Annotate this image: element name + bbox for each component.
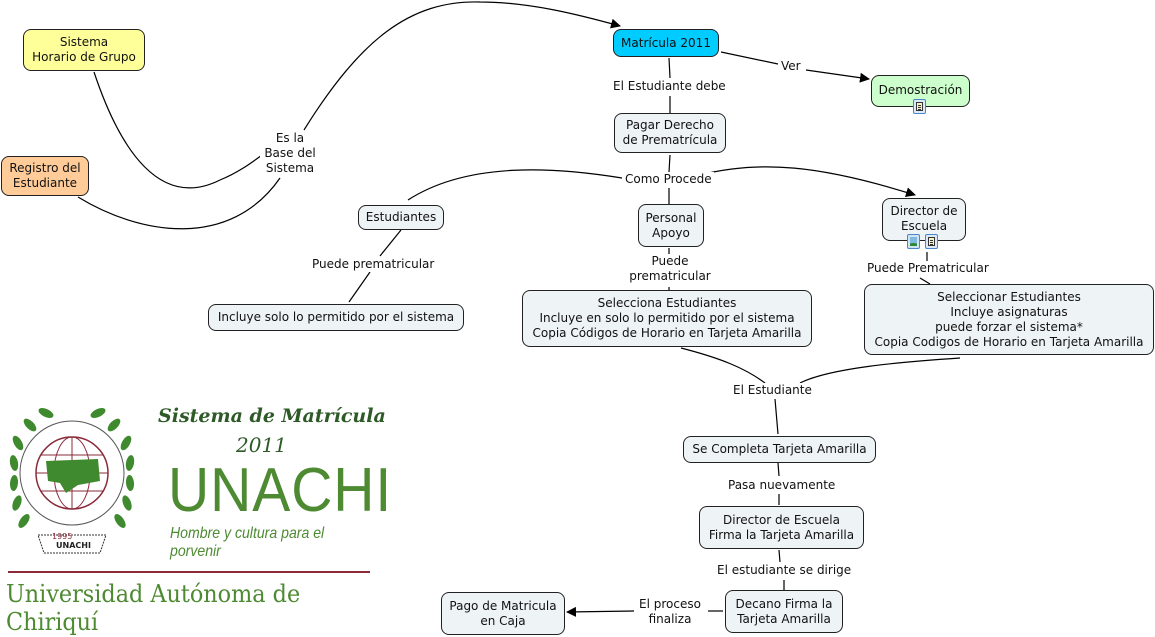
link-ver-demostracion	[805, 69, 870, 83]
link-finaliza-pago	[566, 606, 635, 617]
node-pagar-derecho[interactable]: Pagar Derecho de Prematrícula	[614, 113, 726, 153]
link-completa-pasa	[777, 462, 780, 477]
label-se-dirige: El estudiante se dirige	[715, 563, 854, 578]
link-pagar-procede	[668, 154, 671, 173]
node-estudiantes[interactable]: Estudiantes	[358, 205, 444, 230]
system-year: 2011	[236, 433, 287, 457]
node-pago-matricula[interactable]: Pago de Matricula en Caja	[441, 592, 565, 635]
link-seleccionar-estudiante	[799, 357, 961, 384]
document-icon[interactable]	[913, 99, 926, 114]
node-registro-estudiante[interactable]: Registro del Estudiante	[1, 156, 89, 196]
node-incluye-solo[interactable]: Incluye solo lo permitido por el sistema	[208, 304, 464, 331]
link-estudiante-completa	[774, 398, 779, 435]
label-pasa-nuevamente: Pasa nuevamente	[726, 478, 838, 493]
link-horario-base	[93, 71, 263, 189]
node-personal-apoyo[interactable]: Personal Apoyo	[638, 204, 704, 247]
seal-acronym: UNACHI	[56, 541, 91, 550]
node-sistema-horario[interactable]: Sistema Horario de Grupo	[23, 29, 145, 71]
label-ver: Ver	[779, 59, 803, 74]
label-puede-prematricular-director: Puede Prematricular	[865, 261, 991, 276]
label-puede-prematricular-personal: Puede prematricular	[625, 254, 715, 284]
link-puede-seleccionar	[919, 277, 931, 285]
divider	[8, 571, 370, 573]
seal-year: 1995	[52, 532, 73, 541]
link-procede-director	[699, 166, 916, 198]
document-icon[interactable]	[925, 234, 938, 249]
label-el-estudiante: El Estudiante	[731, 383, 814, 398]
label-estudiante-debe: El Estudiante debe	[611, 79, 728, 94]
link-procede-estudiantes	[407, 169, 623, 201]
node-director-escuela[interactable]: Director de Escuela	[882, 198, 966, 241]
link-firma-dirige	[778, 549, 781, 563]
link-matricula-ver	[720, 51, 779, 65]
node-selecciona-estudiantes[interactable]: Selecciona Estudiantes Incluye en solo l…	[522, 290, 812, 347]
label-es-la-base: Es la Base del Sistema	[260, 131, 320, 176]
link-puede-incluye	[348, 271, 371, 303]
university-seal-icon	[9, 408, 135, 554]
node-completa-tarjeta[interactable]: Se Completa Tarjeta Amarilla	[683, 436, 876, 463]
link-estudiantes-puede	[379, 229, 402, 257]
node-demostracion[interactable]: Demostración	[871, 75, 970, 107]
link-selecciona-estudiante	[680, 347, 766, 384]
link-matricula-debe	[668, 57, 671, 79]
node-matricula-2011[interactable]: Matrícula 2011	[613, 29, 719, 57]
university-slogan: Hombre y cultura para el porvenir	[170, 525, 325, 560]
label-puede-prematricular-estudiantes: Puede prematricular	[310, 257, 437, 272]
label-proceso-finaliza: El proceso finaliza	[634, 597, 706, 627]
node-seleccionar-estudiantes[interactable]: Seleccionar Estudiantes Incluye asignatu…	[864, 284, 1154, 355]
university-acronym: UNACHI	[168, 456, 393, 525]
link-registro-base	[77, 177, 281, 230]
label-como-procede: Como Procede	[623, 172, 714, 187]
link-base-matricula	[303, 1, 621, 131]
node-decano-firma[interactable]: Decano Firma la Tarjeta Amarilla	[725, 590, 843, 633]
image-icon[interactable]	[907, 234, 920, 249]
system-title: Sistema de Matrícula	[158, 405, 386, 427]
unachi-logo: 1995 UNACHI Sistema de Matrícula 2011 UN…	[0, 395, 393, 636]
university-name: Universidad Autónoma de Chiriquí	[6, 580, 301, 636]
node-director-firma[interactable]: Director de Escuela Firma la Tarjeta Ama…	[699, 506, 864, 549]
